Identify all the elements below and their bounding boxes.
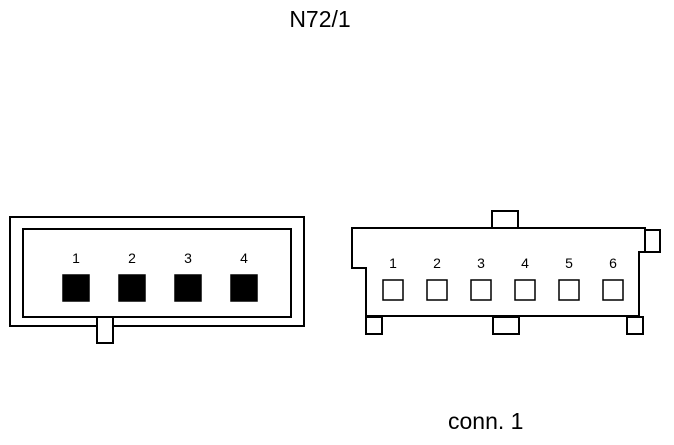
right-connector-bottom-foot-right — [626, 316, 644, 335]
left-connector-pins: 1 2 3 4 — [62, 250, 258, 302]
left-pin-3-label: 3 — [184, 250, 192, 266]
left-pin-3 — [174, 274, 202, 302]
right-connector-pins: 1 2 3 4 5 6 — [382, 255, 624, 301]
left-connector-outer-frame — [9, 216, 305, 327]
right-connector-side-lug — [644, 229, 661, 253]
connector-caption: conn. 1 — [448, 408, 524, 434]
left-connector — [9, 216, 305, 344]
right-connector — [351, 210, 661, 335]
left-pin-1 — [62, 274, 90, 302]
right-pin-3-label: 3 — [477, 255, 485, 271]
right-pin-1 — [382, 279, 404, 301]
left-pin-1-label: 1 — [72, 250, 80, 266]
left-pin-4 — [230, 274, 258, 302]
left-pin-2-label: 2 — [128, 250, 136, 266]
left-pin-4-label: 4 — [240, 250, 248, 266]
right-connector-bottom-foot-left — [365, 316, 383, 335]
right-pin-6 — [602, 279, 624, 301]
right-pin-2-label: 2 — [433, 255, 441, 271]
left-pin-2 — [118, 274, 146, 302]
right-connector-body — [351, 227, 646, 317]
right-pin-2 — [426, 279, 448, 301]
right-connector-top-tab — [491, 210, 519, 229]
diagram-title: N72/1 — [289, 6, 351, 32]
right-pin-1-label: 1 — [389, 255, 397, 271]
right-pin-5-label: 5 — [565, 255, 573, 271]
right-pin-5 — [558, 279, 580, 301]
right-pin-6-label: 6 — [609, 255, 617, 271]
right-connector-bottom-foot-center — [492, 316, 520, 335]
left-connector-key-tab — [96, 318, 114, 344]
right-pin-3 — [470, 279, 492, 301]
right-pin-4-label: 4 — [521, 255, 529, 271]
left-connector-inner-frame — [22, 228, 292, 318]
right-pin-4 — [514, 279, 536, 301]
